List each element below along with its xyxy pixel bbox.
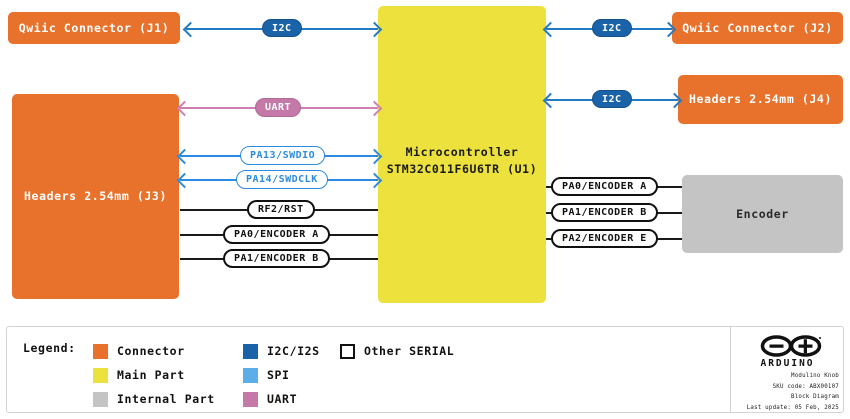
legend-item-i2c-i2s: I2C/I2S (243, 339, 320, 363)
legend-label-uart: UART (267, 392, 298, 406)
meta-product-name: Modulino Knob (791, 373, 839, 379)
wire-label-i2c-j1[interactable]: I2C (262, 19, 302, 37)
wire-label-rf2-rst[interactable]: RF2/RST (247, 200, 315, 219)
logo-plus-vertical (803, 339, 807, 354)
arduino-wordmark: ARDUINO (760, 358, 815, 369)
legend-label-i2c-i2s: I2C/I2S (267, 344, 320, 358)
legend-title: Legend: (23, 341, 76, 355)
block-qwiic-connector-j2[interactable]: Qwiic Connector (J2) (672, 12, 843, 44)
mcu-partnumber: STM32C011F6U6TR (U1) (386, 161, 538, 176)
arrow-left-pa13 (176, 148, 193, 165)
legend-label-internal-part: Internal Part (117, 392, 215, 406)
legend-swatch-connector (93, 343, 108, 359)
wire-label-j3-pa0-encoder-a[interactable]: PA0/ENCODER A (223, 225, 330, 244)
legend-item-spi: SPI (243, 363, 320, 387)
wire-label-i2c-j4[interactable]: I2C (592, 90, 632, 108)
legend-label-main-part: Main Part (117, 368, 185, 382)
legend-label-connector: Connector (117, 344, 185, 358)
legend-swatch-internal-part (93, 391, 108, 407)
block-diagram-canvas: Qwiic Connector (J1) Headers 2.54mm (J3)… (8, 6, 843, 303)
brand-block: ARDUINO Modulino Knob SKU code: ABX00107… (730, 327, 845, 414)
legend-divider (730, 327, 731, 412)
legend-item-other-serial: Other SERIAL (340, 339, 454, 363)
block-encoder[interactable]: Encoder (682, 175, 843, 253)
arrow-left-j1-i2c (182, 21, 199, 38)
mcu-title: Microcontroller (405, 145, 519, 159)
legend-column-parts: Connector Main Part Internal Part (93, 339, 215, 411)
legend-panel: Legend: Connector Main Part Internal Par… (6, 326, 844, 413)
legend-swatch-other-serial (340, 343, 355, 359)
legend-item-main-part: Main Part (93, 363, 215, 387)
legend-item-internal-part: Internal Part (93, 387, 215, 411)
legend-column-other: Other SERIAL (340, 339, 454, 363)
arrow-left-uart (176, 100, 193, 117)
wire-label-uart[interactable]: UART (255, 98, 302, 117)
wire-label-mcu-pa0-encoder-a[interactable]: PA0/ENCODER A (551, 177, 658, 196)
legend-item-connector: Connector (93, 339, 215, 363)
block-qwiic-connector-j1[interactable]: Qwiic Connector (J1) (8, 12, 180, 44)
wire-label-mcu-pa2-encoder-e[interactable]: PA2/ENCODER E (551, 229, 658, 248)
meta-doc-type: Block Diagram (791, 394, 839, 401)
legend-swatch-main-part (93, 367, 108, 383)
logo-trademark-dot (819, 337, 821, 339)
legend-swatch-spi (243, 367, 258, 383)
wire-label-pa13-swdio[interactable]: PA13/SWDIO (240, 146, 326, 165)
meta-sku-code: SKU code: ABX00107 (772, 383, 839, 390)
legend-swatch-i2c-i2s (243, 343, 258, 359)
arrow-left-pa14 (176, 172, 193, 189)
legend-item-uart: UART (243, 387, 320, 411)
brand-metadata: Modulino Knob SKU code: ABX00107 Block D… (747, 371, 839, 414)
wire-label-mcu-pa1-encoder-b[interactable]: PA1/ENCODER B (551, 203, 658, 222)
meta-last-update: Last update: 05 Feb, 2025 (746, 405, 839, 412)
block-headers-j3[interactable]: Headers 2.54mm (J3) (12, 94, 179, 299)
legend-swatch-uart (243, 391, 258, 407)
block-headers-j4[interactable]: Headers 2.54mm (J4) (678, 75, 843, 124)
block-microcontroller-u1[interactable]: Microcontroller STM32C011F6U6TR (U1) (378, 6, 546, 303)
logo-minus-sign (769, 344, 784, 348)
legend-column-buses: I2C/I2S SPI UART (243, 339, 320, 411)
wire-label-j3-pa1-encoder-b[interactable]: PA1/ENCODER B (223, 249, 330, 268)
wire-label-i2c-j2[interactable]: I2C (592, 19, 632, 37)
legend-label-other-serial: Other SERIAL (364, 344, 455, 358)
legend-label-spi: SPI (267, 368, 290, 382)
arduino-infinity-logo (760, 335, 822, 357)
wire-label-pa14-swdclk[interactable]: PA14/SWDCLK (236, 170, 328, 189)
